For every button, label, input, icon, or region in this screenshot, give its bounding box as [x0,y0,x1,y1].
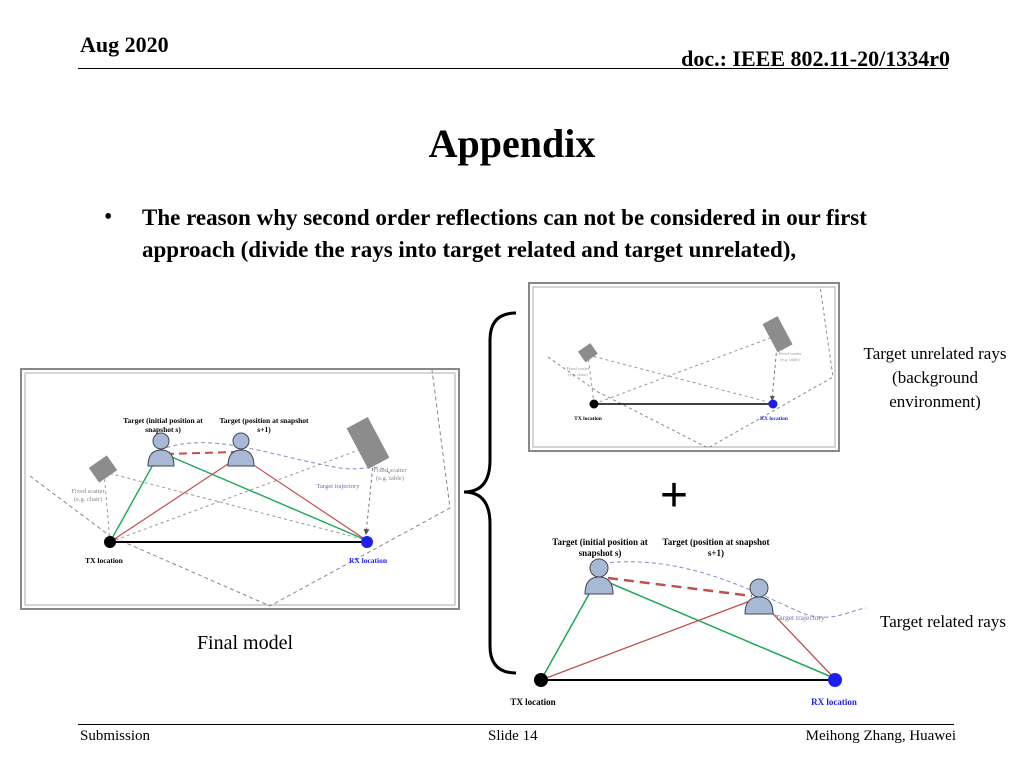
target-related-diagram: Target (initial position at snapshot s) … [510,537,867,707]
tx-label: TX location [85,556,124,565]
related-tx-node [534,673,548,687]
target-unrelated-diagram: Fixed scatter (e.g. table) Fixed scatter… [528,282,840,452]
related-trajectory [595,561,867,618]
unrelated-rx-node [768,399,778,409]
related-target-next-label-1: Target (position at snapshot [663,537,770,547]
fixed-scatter-table-label-2: (e.g. table) [376,475,404,482]
related-target-next-person-icon [744,578,774,615]
unrelated-table-label-2: (e.g. table) [780,357,800,362]
target-initial-label-1: Target (initial position at [123,416,203,425]
fixed-scatter-chair-label-2: (e.g. chair) [74,496,102,503]
fixed-scatter-chair [88,455,118,483]
related-target-initial-label-1: Target (initial position at [552,537,647,547]
trajectory-label: Target trajectory [317,483,361,490]
fixed-scatter-chair-label-1: Fixed scatter [71,488,105,495]
bullet-dot: • [104,204,113,230]
related-target-initial-label-2: snapshot s) [579,548,622,558]
header-doc-id: doc.: IEEE 802.11-20/1334r0 [681,46,950,71]
target-next-person-icon [227,432,255,467]
final-model-diagram: Target (initial position at snapshot s) … [20,368,460,610]
unrelated-scatter-table [762,316,793,353]
fixed-scatter-table [346,417,390,469]
related-tx-label: TX location [510,697,555,707]
target-trajectory [159,442,393,477]
bullet-text: The reason why second order reflections … [142,205,867,262]
environment-boundary [29,369,451,607]
footer-slide-number: Slide 14 [488,728,538,744]
unrelated-rx-label: RX location [760,416,788,422]
related-trajectory-label: Target trajectory [775,613,825,622]
target-next-label-2: s+1) [257,425,271,434]
target-initial-label-2: snapshot s) [145,425,181,434]
rx-node [361,536,373,548]
unrelated-frame [528,282,840,452]
slide-title: Appendix [428,121,596,166]
footer-submission: Submission [80,728,151,744]
unrelated-tx-node [589,399,599,409]
footer-author: Meihong Zhang, Huawei [805,728,956,744]
tx-node [104,536,116,548]
unrelated-chair-label-2: (e.g. chair) [568,372,588,377]
final-model-frame [20,368,460,610]
related-rx-node [828,673,842,687]
unrelated-tx-label: TX location [574,416,602,422]
target-related-caption: Target related rays [880,612,1006,631]
target-next-label-1: Target (position at snapshot [219,416,309,425]
final-model-caption: Final model [196,632,294,654]
header-date: Aug 2020 [80,32,169,57]
unrelated-table-label-1: Fixed scatter [778,351,802,356]
unrelated-scatter-chair [578,343,598,363]
plus-sign: + [660,469,689,522]
related-rx-label: RX location [811,697,857,707]
curly-brace [463,311,517,675]
unrelated-chair-label-1: Fixed scatter [566,366,590,371]
footer-rule [78,724,954,725]
target-unrelated-caption: Target unrelated rays (background enviro… [863,344,1007,411]
related-target-initial-person-icon [584,558,614,595]
related-target-next-label-2: s+1) [708,548,724,558]
fixed-scatter-table-label-1: Fixed scatter [373,467,407,474]
rx-label: RX location [349,556,388,565]
target-initial-person-icon [147,432,175,467]
header-rule [78,68,948,69]
